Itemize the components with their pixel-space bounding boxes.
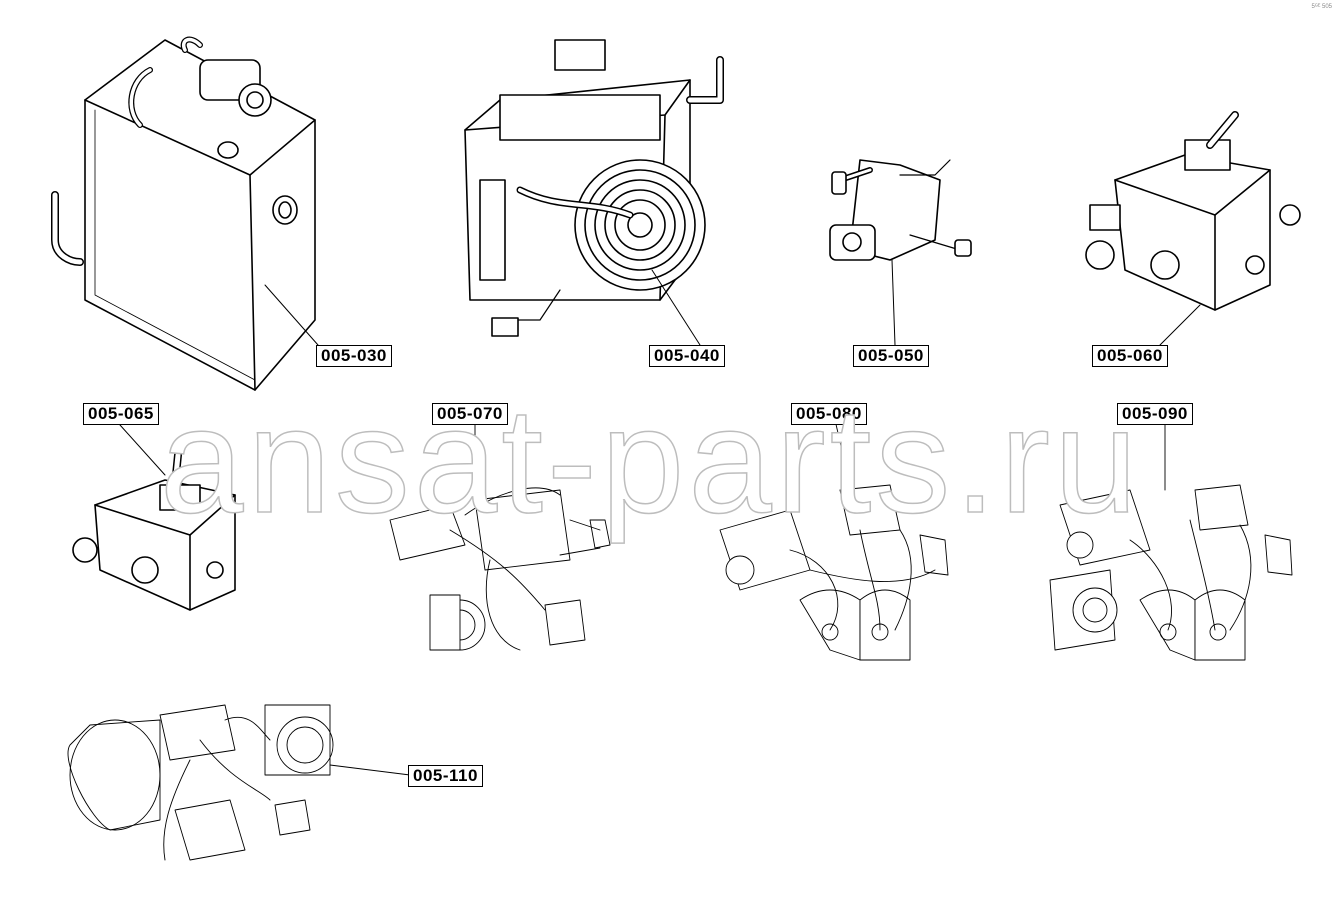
- schematic-090-drawing: [1049, 419, 1293, 661]
- callout-005-030[interactable]: 005-030: [316, 345, 392, 367]
- hydraulic-tank-drawing: [51, 36, 319, 391]
- callout-005-050[interactable]: 005-050: [853, 345, 929, 367]
- valve-block-small-drawing: [72, 424, 236, 611]
- schematic-070-drawing: [389, 419, 611, 651]
- corner-code: 5ᴳᴱ 505: [1311, 4, 1332, 10]
- callout-005-060[interactable]: 005-060: [1092, 345, 1168, 367]
- schematic-110-drawing: [67, 704, 411, 861]
- oil-cooler-drawing: [464, 39, 724, 346]
- callout-005-110[interactable]: 005-110: [408, 765, 483, 787]
- callout-005-080[interactable]: 005-080: [791, 403, 867, 425]
- callout-005-070[interactable]: 005-070: [432, 403, 508, 425]
- callout-005-040[interactable]: 005-040: [649, 345, 725, 367]
- callout-005-065[interactable]: 005-065: [83, 403, 159, 425]
- valve-assembly-drawing: [829, 159, 972, 346]
- valve-block-drawing: [1085, 111, 1301, 346]
- callout-005-090[interactable]: 005-090: [1117, 403, 1193, 425]
- schematic-080-drawing: [719, 419, 949, 661]
